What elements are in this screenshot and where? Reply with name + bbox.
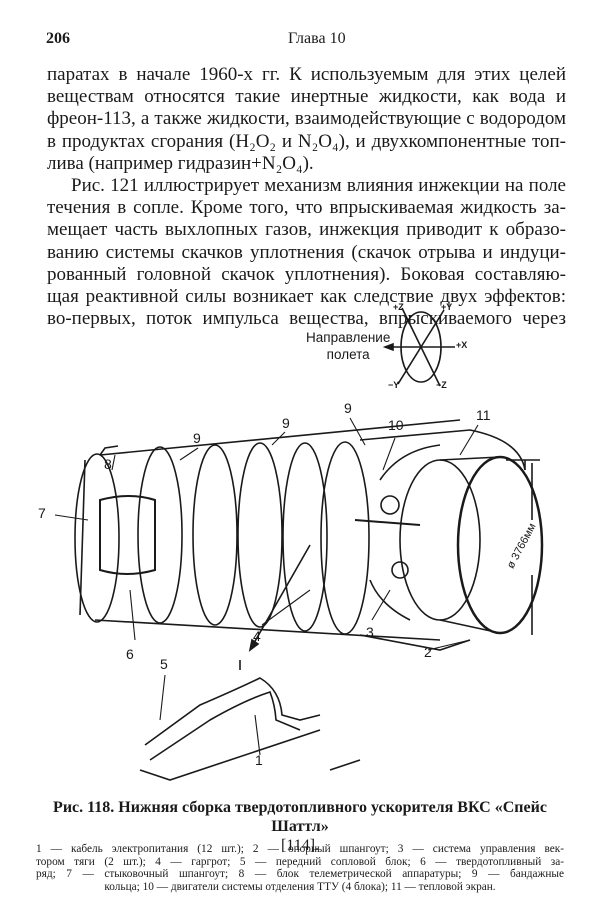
body-text: паратах в начале 1960-х гг. К используем… bbox=[47, 64, 566, 330]
legend-line: кольца; 10 — двигатели системы отделения… bbox=[104, 880, 496, 893]
callout-9: 9 bbox=[344, 400, 352, 416]
axis-label: −Z bbox=[436, 380, 447, 390]
text-line: веществам относятся такие инертные жидко… bbox=[47, 86, 566, 108]
callout-5: 5 bbox=[160, 656, 168, 672]
callout-9: 9 bbox=[282, 415, 290, 431]
chapter-header: Глава 10 bbox=[288, 30, 346, 47]
callout-11: 11 bbox=[476, 407, 491, 423]
legend-line: 1 — кабель электропитания (12 шт.); 2 — … bbox=[36, 843, 564, 855]
text-line: лива (например гидразин+N₂O₄). bbox=[47, 152, 314, 174]
text-line: щая реактивной силы возникает как следст… bbox=[47, 285, 566, 307]
nozzle-detail-inset bbox=[139, 544, 361, 781]
axis-label: +Z bbox=[393, 302, 404, 312]
text-line: течения в сопле. Кроме того, что впрыски… bbox=[47, 197, 566, 219]
callout-1: 1 bbox=[255, 752, 263, 768]
page-number: 206 bbox=[46, 30, 70, 47]
text-line: паратах в начале 1960-х гг. К используем… bbox=[47, 64, 566, 85]
nozzle-assembly bbox=[354, 429, 544, 651]
text-line: Рис. 121 иллюстрирует механизм влияния и… bbox=[71, 174, 566, 196]
text-line: рованный головной скачок уплотнения). Бо… bbox=[47, 263, 566, 285]
callout-2: 2 bbox=[424, 644, 432, 660]
callout-6: 6 bbox=[126, 646, 134, 662]
axis-label: −Y bbox=[388, 380, 400, 390]
text-line: в продуктах сгорания (H₂O₂ и N₂O₄), и дв… bbox=[47, 130, 566, 152]
legend-line: ряд; 7 — стыковочный шпангоут; 8 — блок … bbox=[36, 868, 564, 881]
callout-3: 3 bbox=[366, 624, 374, 640]
flight-axes-diagram bbox=[382, 307, 455, 387]
direction-label-line: Направление bbox=[306, 330, 391, 345]
booster-cylinder bbox=[74, 419, 461, 641]
figure-caption: Рис. 118. Нижняя сборка твердотопливного… bbox=[36, 798, 564, 855]
text-line: мещает часть выхлопных газов, инжекция п… bbox=[47, 219, 566, 241]
callout-7: 7 bbox=[38, 505, 46, 521]
callout-8: 8 bbox=[104, 456, 112, 472]
axis-label: +Y bbox=[441, 302, 453, 312]
legend-line: тором тяги (2 шт.); 4 — гаргрот; 5 — пер… bbox=[36, 855, 564, 868]
text-line: фреон-113, а также жидкости, взаимодейст… bbox=[47, 108, 566, 130]
axis-label: +X bbox=[456, 340, 468, 350]
flight-direction-label: Направление полета bbox=[306, 329, 390, 363]
caption-reference: [114]. bbox=[280, 837, 320, 854]
callout-4: 4 bbox=[253, 628, 261, 644]
callout-10: 10 bbox=[388, 417, 404, 433]
direction-label-line: полета bbox=[326, 347, 370, 362]
callout-leaders bbox=[54, 417, 479, 756]
text-line: ванию системы скачков уплотнения (скачок… bbox=[47, 241, 566, 263]
callout-9: 9 bbox=[193, 430, 201, 446]
booster-assembly-drawing bbox=[54, 307, 544, 781]
caption-title: Рис. 118. Нижняя сборка твердотопливного… bbox=[53, 799, 547, 835]
figure-legend: 1 — кабель электропитания (12 шт.); 2 — … bbox=[36, 843, 564, 893]
